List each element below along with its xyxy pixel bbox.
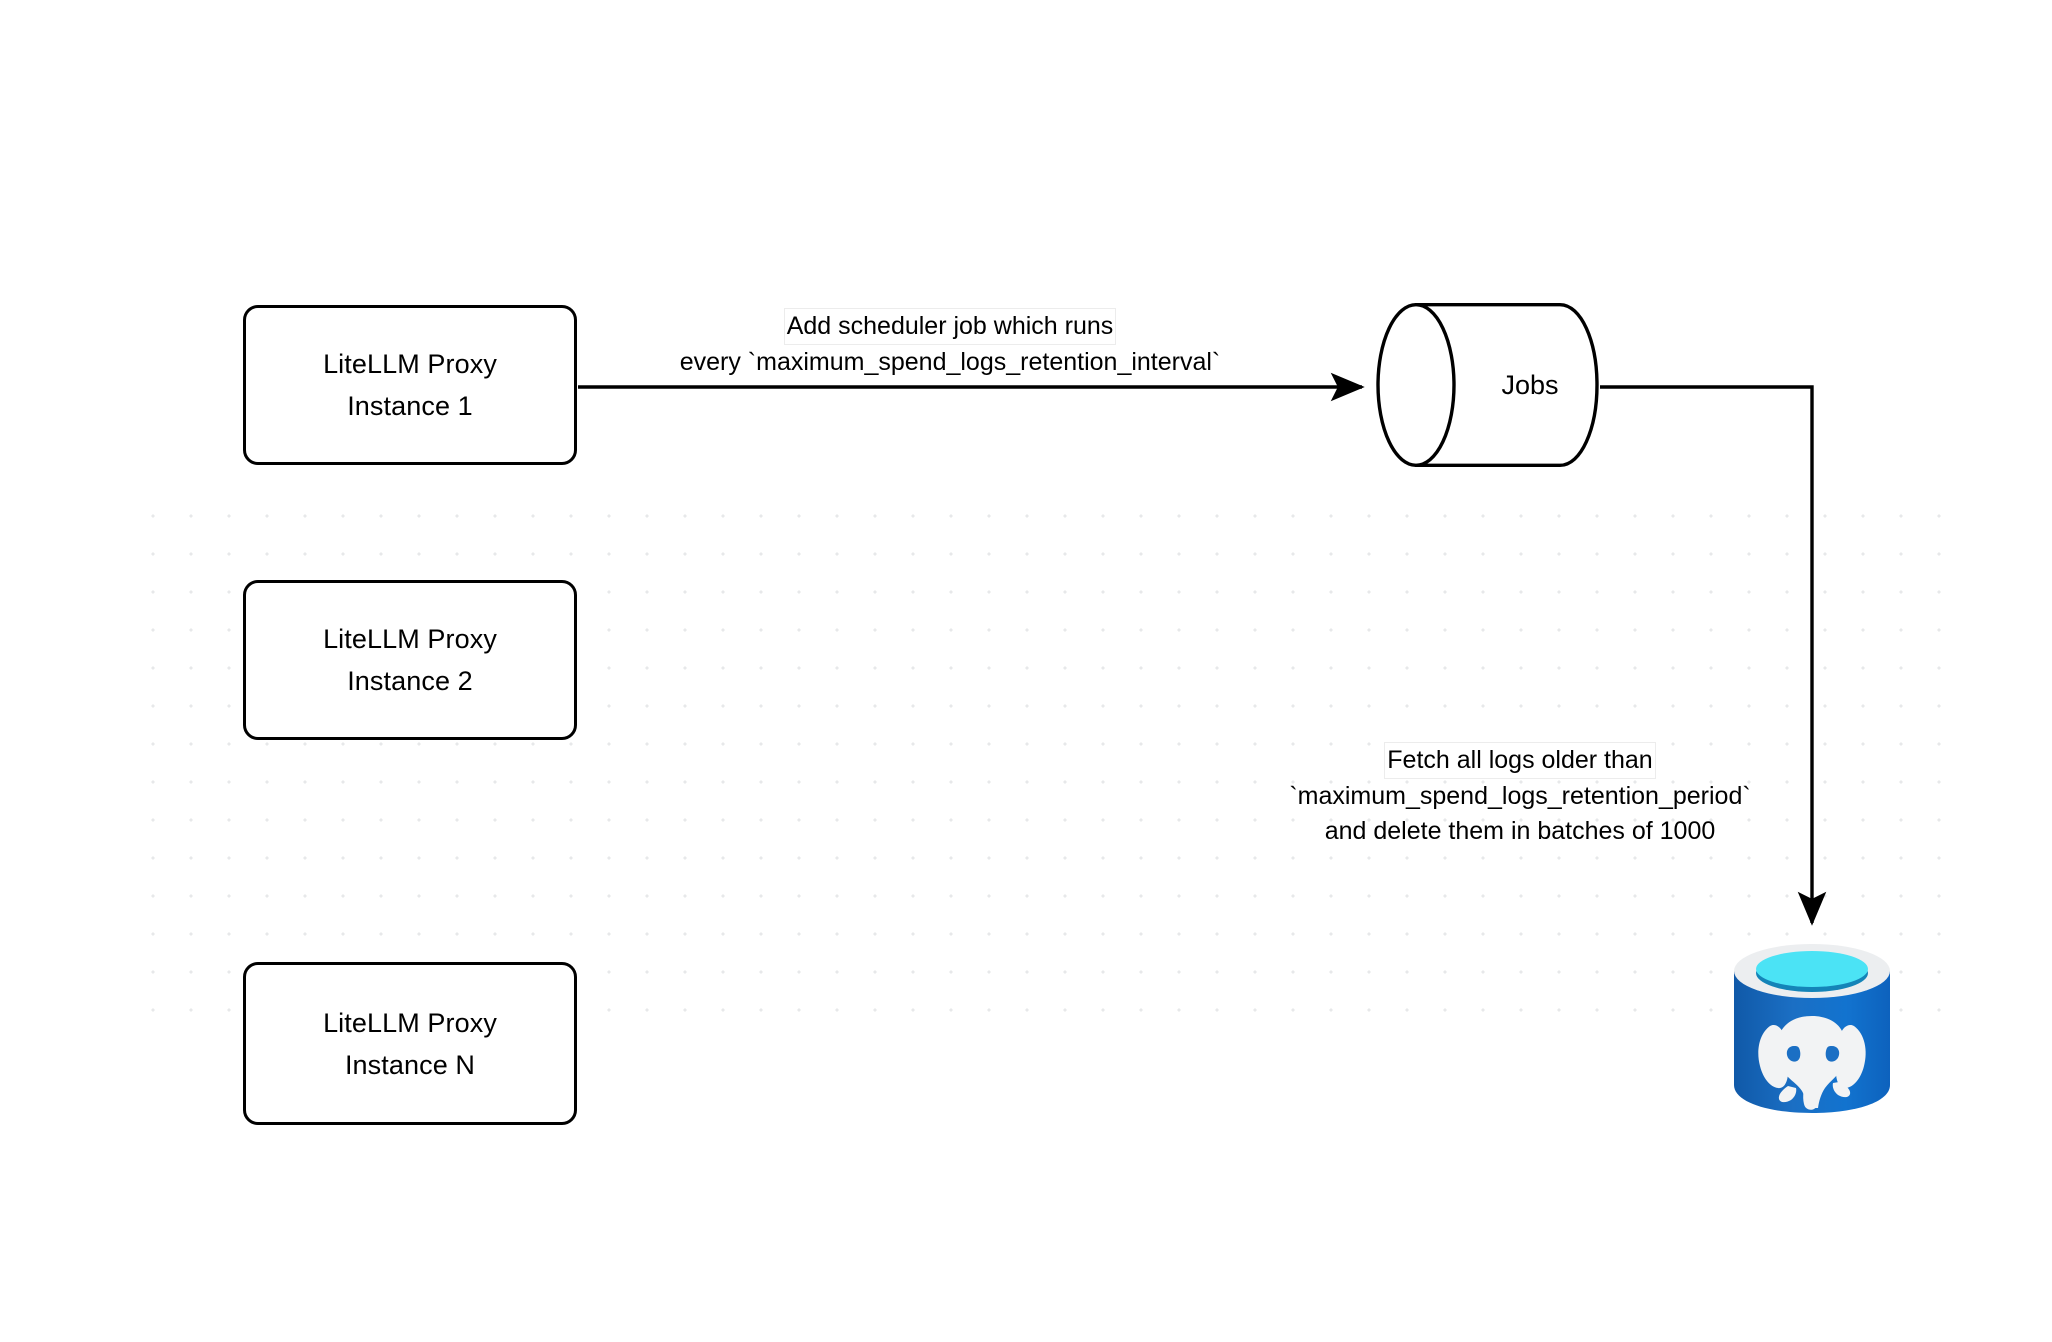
edge-label-fetch-delete: Fetch all logs older than `maximum_spend…: [1200, 742, 1840, 849]
node-litellm-proxy-instance-n[interactable]: LiteLLM Proxy Instance N: [243, 962, 577, 1125]
postgres-elephant-icon: [1758, 1016, 1866, 1110]
cylinder-body: [1414, 303, 1599, 467]
postgres-elephant-eyes: [1786, 1046, 1840, 1062]
cylinder-left-cap: [1376, 303, 1456, 467]
database-liquid-top: [1756, 951, 1868, 987]
edge-label-scheduler: Add scheduler job which runs every `maxi…: [560, 308, 1340, 380]
edge-label-line-1: Add scheduler job which runs: [783, 308, 1117, 345]
edge-label-line-2: `maximum_spend_logs_retention_period`: [1289, 782, 1751, 810]
node-jobs-label: Jobs: [1501, 370, 1559, 400]
postgresql-database-icon[interactable]: [1726, 938, 1898, 1118]
edge-label-line-3: and delete them in batches of 1000: [1324, 817, 1716, 845]
edge-label-line-2: every `maximum_spend_logs_retention_inte…: [679, 348, 1221, 376]
node-label: LiteLLM Proxy Instance 1: [323, 349, 497, 421]
node-label: LiteLLM Proxy Instance 2: [323, 624, 497, 696]
node-litellm-proxy-instance-1[interactable]: LiteLLM Proxy Instance 1: [243, 305, 577, 465]
edge-label-line-1: Fetch all logs older than: [1384, 742, 1656, 779]
node-litellm-proxy-instance-2[interactable]: LiteLLM Proxy Instance 2: [243, 580, 577, 740]
node-label: LiteLLM Proxy Instance N: [323, 1007, 497, 1080]
node-jobs-cylinder[interactable]: [1376, 303, 1600, 467]
